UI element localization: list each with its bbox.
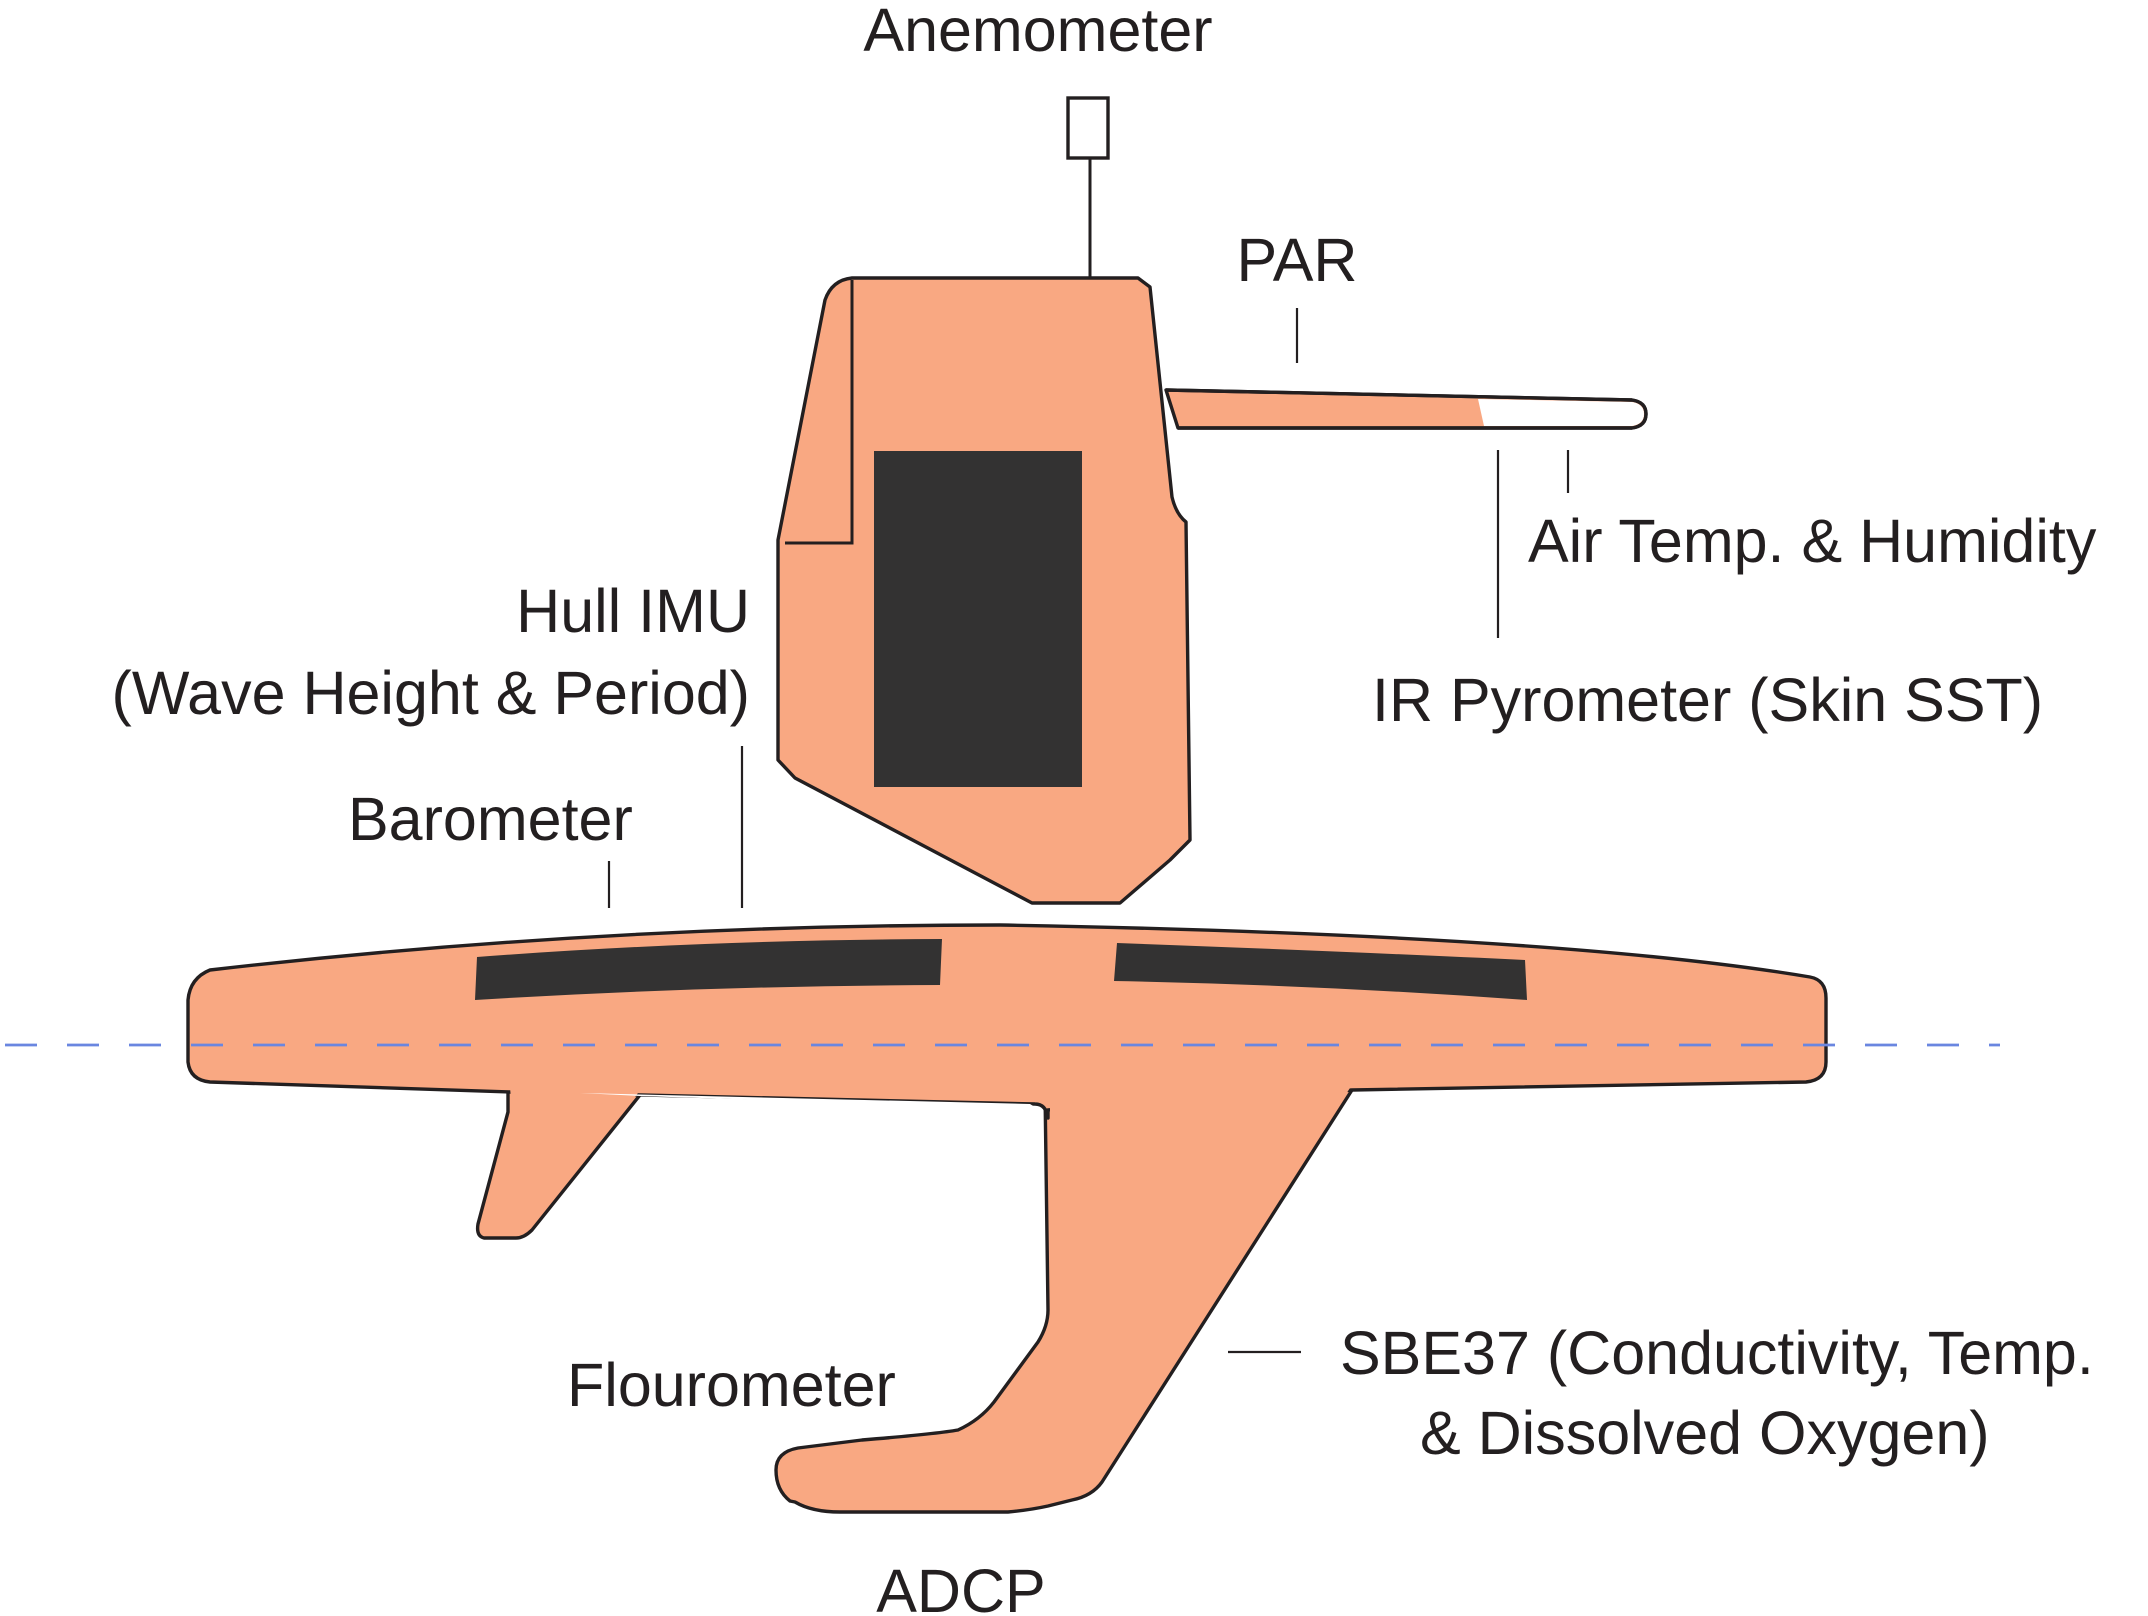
- hull-shape: [186, 923, 1828, 1120]
- flourometer-label: Flourometer: [567, 1351, 896, 1419]
- sensor-arm-tip: [1478, 399, 1644, 426]
- hull-imu-label-line2: (Wave Height & Period): [112, 659, 750, 727]
- sail-leading-edge-line: [785, 280, 854, 545]
- anemometer-mast: [1066, 96, 1110, 279]
- adcp-label: ADCP: [876, 1557, 1045, 1616]
- labels: Anemometer PAR Air Temp. & Humidity IR P…: [112, 0, 2097, 1616]
- ir-pyrometer-label: IR Pyrometer (Skin SST): [1372, 666, 2043, 734]
- solar-panel-hull-right-shape: [1114, 943, 1527, 1000]
- barometer-label: Barometer: [348, 785, 633, 853]
- hull-bottom-white-gap: [580, 1093, 1038, 1109]
- anemometer-label: Anemometer: [863, 0, 1212, 64]
- sensor-arm: [1164, 388, 1648, 430]
- sbe37-label-line2: & Dissolved Oxygen): [1420, 1399, 1990, 1467]
- keel-fin: [774, 1088, 1354, 1514]
- rudder: [475, 1088, 646, 1240]
- keel-join-cover: [1050, 1088, 1350, 1118]
- sbe37-label-line1: SBE37 (Conductivity, Temp.: [1340, 1319, 2094, 1387]
- sail-wing: [776, 276, 1192, 905]
- keel: [475, 1088, 1354, 1514]
- solar-panel-sail: [874, 451, 1082, 787]
- leader-lines: [607, 308, 1570, 1354]
- sensor-arm-outline: [1165, 388, 1648, 430]
- hull-clean: [186, 923, 1828, 1120]
- solar-panel-hull-left-shape: [475, 939, 942, 1000]
- par-label: PAR: [1237, 226, 1358, 294]
- air-temp-label: Air Temp. & Humidity: [1528, 507, 2097, 575]
- rudder-join-cover: [510, 1088, 642, 1108]
- hull-imu-label-line1: Hull IMU: [516, 577, 750, 645]
- anemometer-icon: [1066, 96, 1110, 160]
